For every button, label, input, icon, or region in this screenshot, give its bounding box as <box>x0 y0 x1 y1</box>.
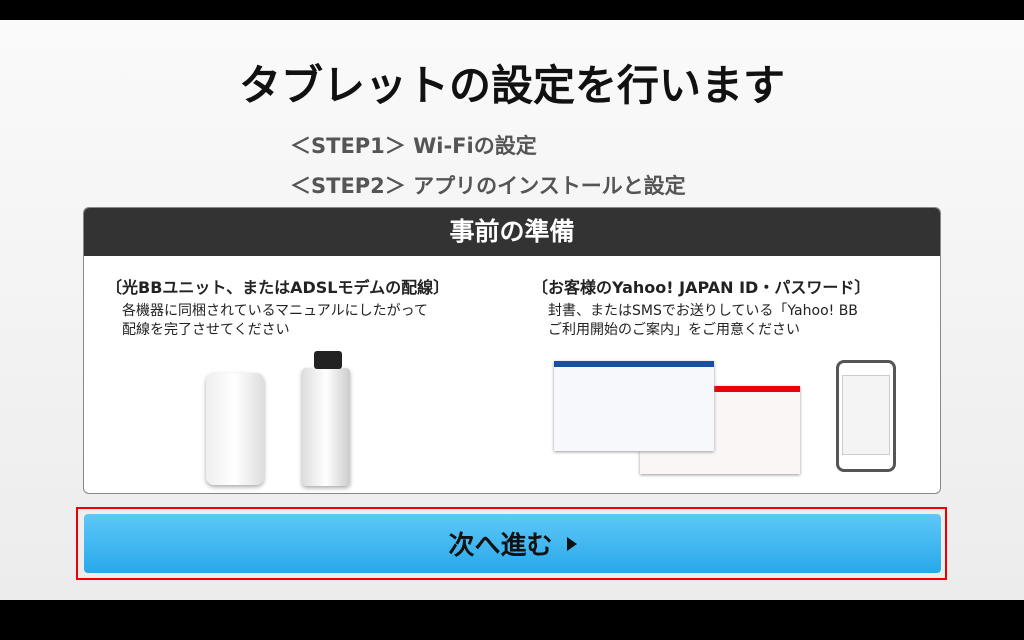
card-header: 事前の準備 <box>84 208 940 256</box>
modem-image <box>206 373 264 485</box>
page-title: タブレットの設定を行います <box>238 61 785 110</box>
next-button[interactable]: 次へ進む <box>84 514 941 573</box>
modem-description: 各機器に同梱されているマニュアルにしたがって 配線を完了させてください <box>122 303 428 338</box>
step-2: ＜STEP2＞ アプリのインストールと設定 <box>290 174 686 198</box>
phone-image <box>836 360 896 472</box>
screen: タブレットの設定を行います ＜STEP1＞ Wi-Fiの設定 ＜STEP2＞ ア… <box>0 20 1024 600</box>
modem-heading: 〔光BBユニット、またはADSLモデムの配線〕 <box>106 278 450 297</box>
adsl-modem-image <box>302 368 350 486</box>
next-button-label: 次へ進む <box>448 531 553 561</box>
modem-antenna-image <box>314 351 342 369</box>
id-heading: 〔お客様のYahoo! JAPAN ID・パスワード〕 <box>532 278 871 297</box>
step-1: ＜STEP1＞ Wi-Fiの設定 <box>290 134 537 158</box>
id-description: 封書、またはSMSでお送りしている「Yahoo! BB ご利用開始のご案内」をご… <box>548 303 858 338</box>
play-arrow-icon <box>566 536 577 551</box>
preparation-card: 事前の準備 〔光BBユニット、またはADSLモデムの配線〕 各機器に同梱されてい… <box>83 207 941 494</box>
id-section: 〔お客様のYahoo! JAPAN ID・パスワード〕 封書、またはSMSでお送… <box>532 274 870 340</box>
next-button-highlight: 次へ進む <box>76 507 947 580</box>
letter-image-blue <box>554 361 714 451</box>
modem-section: 〔光BBユニット、またはADSLモデムの配線〕 各機器に同梱されているマニュアル… <box>106 274 449 340</box>
